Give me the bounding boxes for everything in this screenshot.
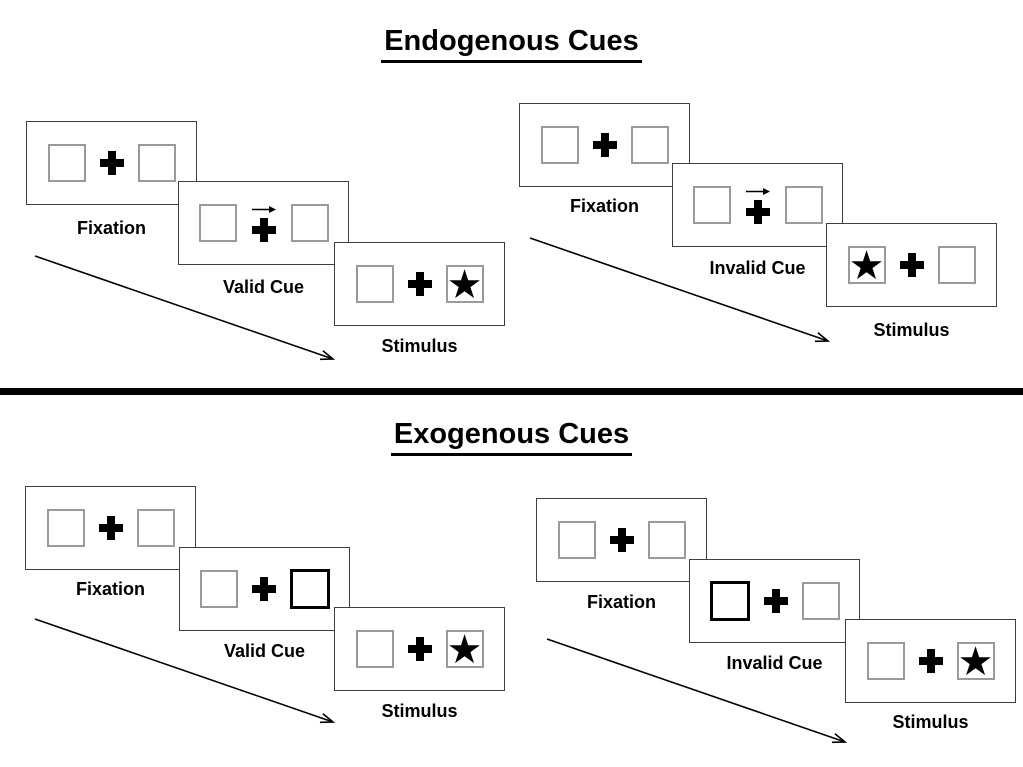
frame-label: Stimulus	[892, 712, 969, 732]
fixation-cross-icon	[592, 133, 617, 157]
fixation-cross-icon	[609, 528, 634, 552]
left-box	[199, 570, 238, 608]
center-stack	[609, 528, 634, 552]
stimulus-frame: ★	[334, 607, 505, 691]
center-stack	[745, 187, 771, 224]
frame-label: Invalid Cue	[726, 653, 823, 673]
fixation-frame	[536, 498, 707, 582]
fixation-frame	[25, 486, 196, 570]
center-stack	[763, 589, 788, 613]
frame-label: Stimulus	[381, 336, 458, 356]
fixation-cross-icon	[251, 577, 276, 601]
frame-label: Invalid Cue	[709, 258, 806, 278]
frame-label: Fixation	[76, 218, 146, 238]
center-stack	[592, 133, 617, 157]
stimulus-frame: ★	[826, 223, 997, 307]
frame-label: Valid Cue	[223, 641, 306, 661]
timeline-arrow	[546, 638, 848, 744]
frame-label: Stimulus	[381, 701, 458, 721]
fixation-cross-icon	[99, 151, 124, 175]
cue-frame	[689, 559, 860, 643]
fixation-cross-icon	[251, 217, 276, 242]
right-box	[136, 509, 175, 547]
center-stack	[98, 516, 123, 540]
star-icon: ★	[446, 262, 483, 308]
left-box	[355, 630, 394, 668]
frame-label: Fixation	[569, 196, 639, 216]
fixation-cross-icon	[763, 589, 788, 613]
fixation-cross-icon	[745, 199, 770, 224]
right-box-highlighted	[289, 569, 330, 609]
left-box: ★	[847, 243, 886, 289]
right-box	[290, 204, 329, 242]
section-title-exogenous: Exogenous Cues	[10, 417, 1013, 456]
cue-frame	[672, 163, 843, 247]
left-box	[692, 186, 731, 224]
timeline-arrow	[529, 237, 831, 343]
left-box	[46, 509, 85, 547]
section-divider	[0, 388, 1023, 395]
center-stack	[407, 272, 432, 296]
stimulus-frame: ★	[845, 619, 1016, 703]
cue-arrow-icon	[251, 205, 276, 213]
right-box: ★	[445, 627, 484, 673]
right-box: ★	[445, 262, 484, 308]
stimulus-frame: ★	[334, 242, 505, 326]
section-title-text: Endogenous Cues	[381, 24, 642, 63]
cue-frame	[178, 181, 349, 265]
right-box	[647, 521, 686, 559]
frame-label: Fixation	[75, 579, 145, 599]
center-stack	[407, 637, 432, 661]
timeline-arrow	[34, 618, 336, 724]
fixation-cross-icon	[918, 649, 943, 673]
right-box: ★	[956, 639, 995, 685]
center-stack	[251, 577, 276, 601]
left-box	[557, 521, 596, 559]
left-box	[355, 265, 394, 303]
fixation-cross-icon	[899, 253, 924, 277]
timeline-arrow	[34, 255, 336, 361]
center-stack	[251, 205, 277, 242]
right-box	[937, 246, 976, 284]
section-title-text: Exogenous Cues	[390, 417, 633, 456]
right-box	[137, 144, 176, 182]
left-box	[198, 204, 237, 242]
frame-label: Fixation	[586, 592, 656, 612]
fixation-cross-icon	[98, 516, 123, 540]
right-box	[801, 582, 840, 620]
cue-arrow-icon	[745, 187, 770, 195]
fixation-frame	[519, 103, 690, 187]
center-stack	[918, 649, 943, 673]
cue-frame	[179, 547, 350, 631]
star-icon: ★	[446, 627, 483, 673]
right-box	[630, 126, 669, 164]
center-stack	[899, 253, 924, 277]
fixation-cross-icon	[407, 637, 432, 661]
right-box	[784, 186, 823, 224]
left-box	[866, 642, 905, 680]
left-box-highlighted	[709, 581, 750, 621]
star-icon: ★	[957, 639, 994, 685]
section-title-endogenous: Endogenous Cues	[10, 24, 1013, 63]
star-icon: ★	[848, 243, 885, 289]
center-stack	[99, 151, 124, 175]
fixation-cross-icon	[407, 272, 432, 296]
frame-label: Valid Cue	[222, 277, 305, 297]
left-box	[47, 144, 86, 182]
fixation-frame	[26, 121, 197, 205]
frame-label: Stimulus	[873, 320, 950, 340]
left-box	[540, 126, 579, 164]
